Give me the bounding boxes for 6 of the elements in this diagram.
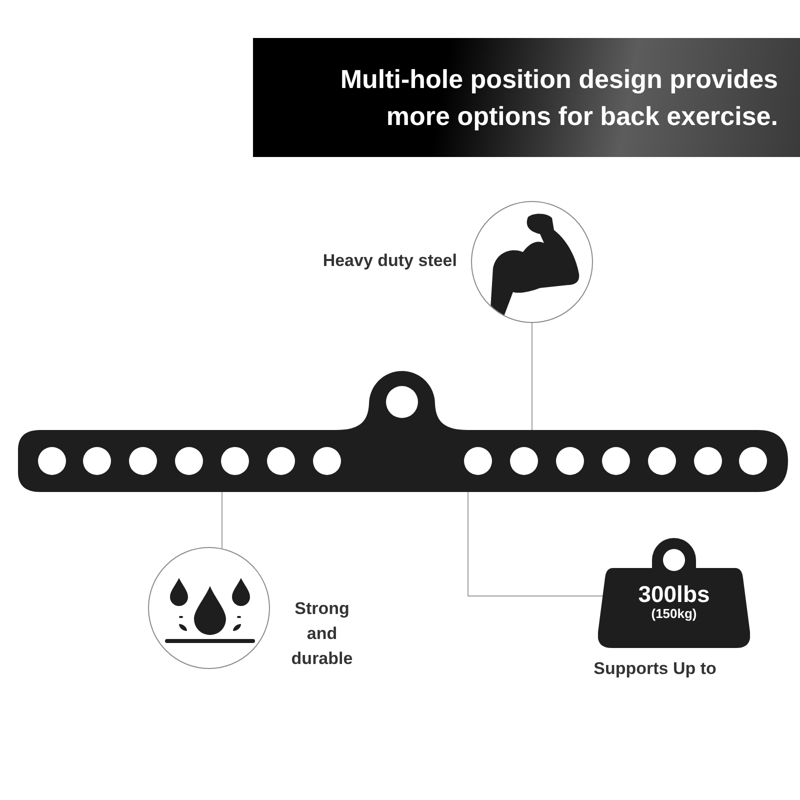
weight-value-metric: (150kg) (651, 606, 697, 621)
feature-label: Supports Up to (592, 658, 718, 680)
feature-label: Strong and durable (290, 598, 354, 670)
title: Multi-hole position design provides more options for back exercise. (339, 62, 778, 132)
weight-value: 300lbs (638, 582, 710, 606)
feature-label: Heavy duty steel (322, 250, 457, 272)
